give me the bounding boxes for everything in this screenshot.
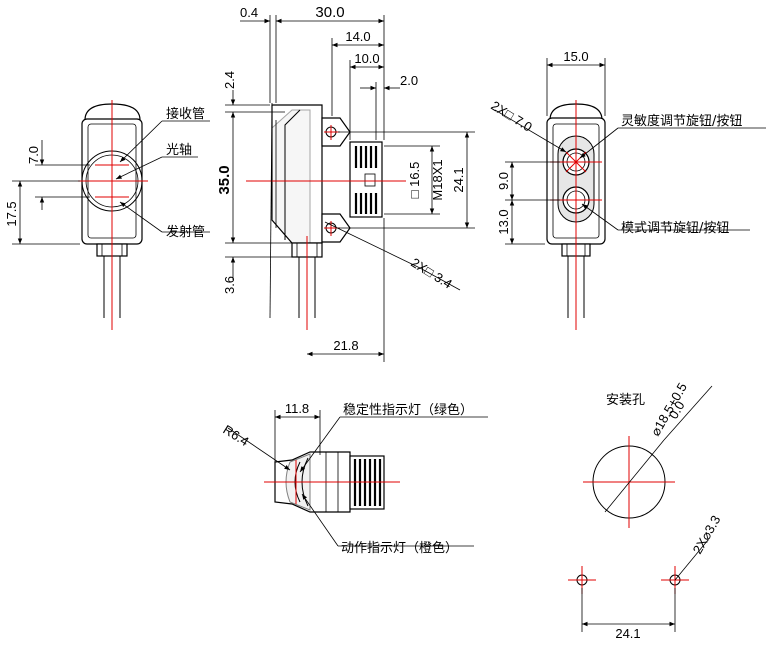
dim-2-0: 2.0 [400,73,418,88]
label-optical-axis: 光轴 [166,143,192,158]
dim-16-5: □ 16.5 [407,162,422,199]
dim-small-holes: 2X⌀3.3 [690,513,724,557]
dim-r6-4: R6.4 [220,422,251,449]
dim-24-1: 24.1 [451,167,466,192]
label-stability-led: 稳定性指示灯（绿色） [343,402,473,418]
dim-10-0: 10.0 [354,51,379,66]
side-view: 0.4 30.0 14.0 10.0 2.0 2.4 35.0 3.6 □ 16… [216,4,475,362]
dim-15-0: 15.0 [563,49,588,64]
dim-7-0: 7.0 [26,146,41,164]
dim-13-0: 13.0 [496,209,511,234]
dim-35-0: 35.0 [216,165,233,194]
dim-knob-7-0: 2X□ 7.0 [488,98,534,135]
dim-2-4: 2.4 [222,71,237,89]
dim-spacing: 24.1 [615,626,640,641]
label-emitter: 发射管 [166,224,205,240]
dim-hole-3-4: 2X□ 3.4 [408,255,454,292]
mounting-title: 安装孔 [606,393,645,408]
dim-11-8: 11.8 [285,401,309,416]
label-receiver: 接收管 [166,106,205,122]
dim-30-0: 30.0 [315,4,344,21]
mounting-holes: 安装孔 ⌀18.5+0.5 0.0 2X⌀3.3 24.1 [568,380,724,641]
label-sensitivity-knob: 灵敏度调节旋钮/按钮 [621,113,742,129]
top-view: 11.8 R6.4 稳定性指示灯（绿色） 动作指示灯（橙色） [220,401,488,556]
label-mode-knob: 模式调节旋钮/按钮 [621,221,729,236]
dim-14-0: 14.0 [345,29,370,44]
dim-17-5: 17.5 [4,201,19,226]
dim-m18x1: M18X1 [430,159,445,200]
front-view: 7.0 17.5 接收管 光轴 发射管 [4,100,210,330]
thread-top [354,146,378,168]
dim-9-0: 9.0 [496,172,511,190]
thread-bottom [354,193,378,214]
dim-21-8: 21.8 [333,338,358,353]
dim-3-6: 3.6 [222,276,237,294]
back-view: 15.0 9.0 13.0 2X□ 7.0 灵敏度调节旋钮/按钮 模式调节旋钮/… [488,49,766,330]
dim-0-4: 0.4 [240,5,258,20]
label-action-led: 动作指示灯（橙色） [341,540,458,556]
